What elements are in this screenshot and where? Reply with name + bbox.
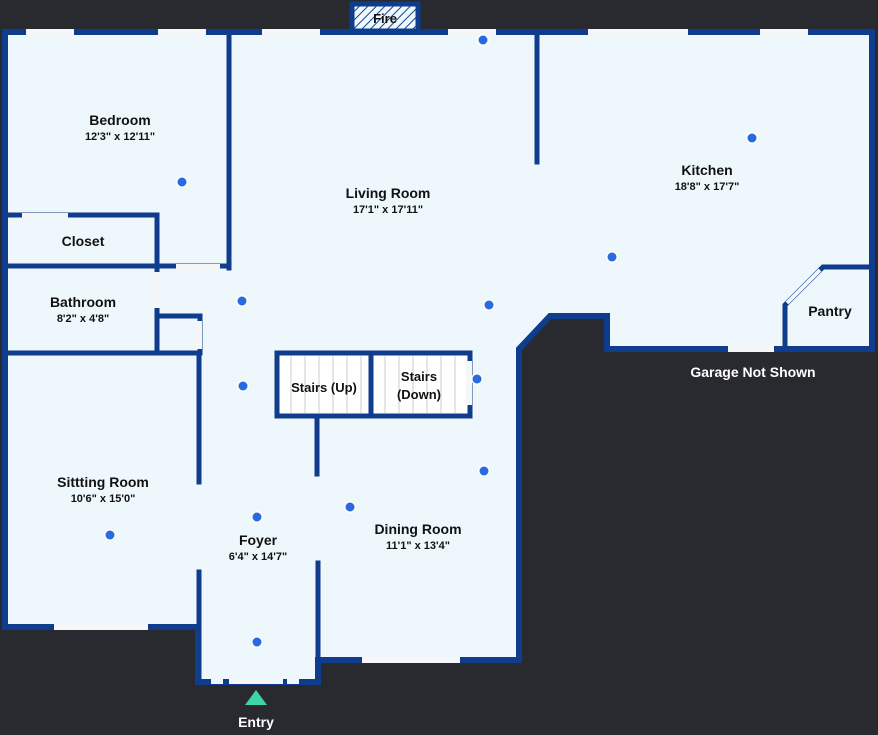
hotspot-dot[interactable] (252, 512, 262, 522)
room-dims-bathroom: 8'2" x 4'8" (57, 313, 109, 325)
room-name-sitting: Sittting Room (57, 474, 149, 490)
room-name-bathroom: Bathroom (50, 294, 116, 310)
window (760, 29, 808, 35)
stairs-up-box (274, 350, 374, 419)
window (154, 272, 160, 308)
room-dims-living: 17'1" x 17'11" (353, 204, 423, 216)
room-name-bedroom: Bedroom (89, 112, 150, 128)
room-name-foyer: Foyer (239, 532, 278, 548)
window (26, 29, 74, 35)
room-dims-bedroom: 12'3" x 12'11" (85, 131, 155, 143)
hotspot-dot[interactable] (607, 252, 617, 262)
stairs (274, 350, 473, 419)
room-name-living: Living Room (346, 185, 431, 201)
hotspot-dot[interactable] (177, 177, 187, 187)
hotspot-dot[interactable] (237, 296, 247, 306)
window (262, 29, 320, 35)
window (229, 679, 283, 684)
room-name-dining: Dining Room (374, 521, 461, 537)
entry-label: Entry (238, 714, 274, 730)
window (176, 264, 220, 269)
hotspot-dot[interactable] (747, 133, 757, 143)
hotspot-dot[interactable] (252, 637, 262, 647)
hotspot-dot[interactable] (345, 502, 355, 512)
window (588, 29, 688, 35)
window (211, 679, 223, 684)
pantry-door (785, 268, 822, 305)
room-name-stairs-up: Stairs (Up) (291, 380, 357, 395)
window (728, 346, 774, 352)
hotspot-dot[interactable] (105, 530, 115, 540)
room-labels: Bedroom 12'3" x 12'11" Closet Bathroom 8… (50, 112, 852, 563)
window (22, 213, 68, 218)
hotspot-dot[interactable] (484, 300, 494, 310)
window (54, 624, 148, 630)
window (362, 657, 460, 663)
window (196, 321, 202, 349)
room-dims-sitting: 10'6" x 15'0" (71, 493, 136, 505)
room-name-stairs-down-2: (Down) (397, 387, 441, 402)
room-name-closet: Closet (62, 233, 105, 249)
room-name-kitchen: Kitchen (681, 162, 732, 178)
hotspot-dot[interactable] (479, 466, 489, 476)
hotspot-dot[interactable] (238, 381, 248, 391)
room-dims-kitchen: 18'8" x 17'7" (675, 181, 740, 193)
windows (22, 29, 808, 684)
room-name-pantry: Pantry (808, 303, 852, 319)
window (448, 29, 496, 35)
stair-treads (290, 356, 456, 413)
window (158, 29, 206, 35)
fireplace-label: Fire (373, 11, 397, 26)
hotspot-dot[interactable] (478, 35, 488, 45)
fireplace: Fire (349, 1, 421, 34)
fireplace-box (349, 1, 421, 34)
garage-note: Garage Not Shown (690, 364, 815, 380)
room-dims-dining: 11'1" x 13'4" (386, 540, 450, 552)
room-dims-foyer: 6'4" x 14'7" (229, 551, 287, 563)
hotspots (104, 34, 758, 648)
hotspot-dot[interactable] (472, 374, 482, 384)
window (466, 361, 472, 405)
window (287, 679, 299, 684)
room-name-stairs-down-1: Stairs (401, 369, 437, 384)
entry-marker-icon[interactable] (245, 690, 267, 705)
stairs-down-box (368, 350, 473, 419)
